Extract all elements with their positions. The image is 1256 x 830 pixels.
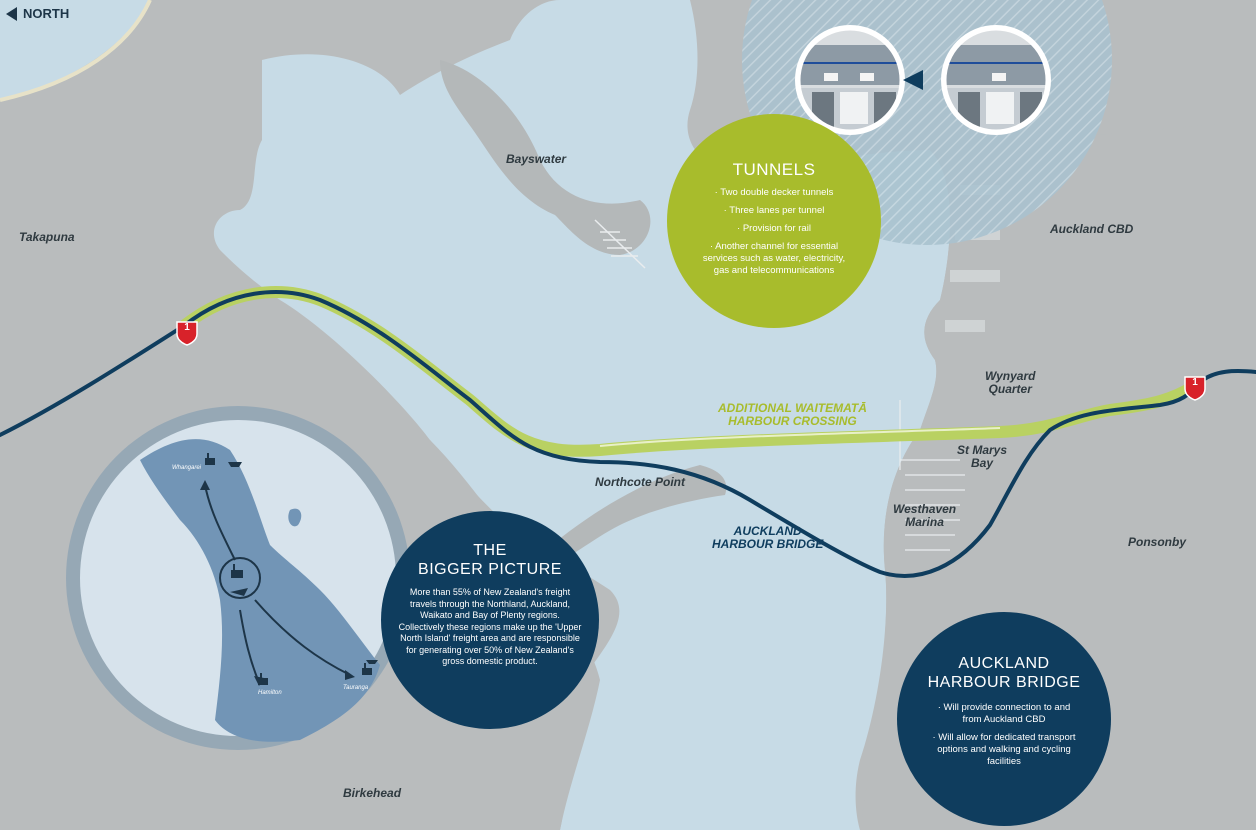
inset-label-whangarei: Whangarei bbox=[172, 465, 202, 471]
inset-freight-arrows bbox=[204, 484, 351, 681]
tunnel-cross-section-1 bbox=[795, 25, 905, 135]
inset-label-tauranga: Tauranga bbox=[343, 685, 369, 691]
place-label-birkehead: Birkehead bbox=[343, 786, 402, 800]
place-label-northcote-point: Northcote Point bbox=[595, 475, 685, 489]
place-label-st-marys-bay: St Marys Bay bbox=[957, 443, 1008, 470]
place-label-bayswater: Bayswater bbox=[506, 152, 567, 166]
inset-label-hamilton: Hamilton bbox=[258, 690, 282, 696]
outer-sea bbox=[0, 0, 150, 100]
tunnel-divider-arrow bbox=[903, 70, 923, 90]
place-label-takapuna: Takapuna bbox=[19, 230, 75, 244]
sh1-motorway-route bbox=[0, 290, 1256, 578]
beach bbox=[0, 0, 152, 102]
tunnels-item: · Provision for rail bbox=[737, 223, 811, 234]
inset-island bbox=[288, 508, 302, 527]
harbour-bridge-item: · Will allow for dedicated transport opt… bbox=[932, 732, 1076, 767]
sh1-shield-east bbox=[1184, 376, 1206, 401]
bigger-picture-title: THE BIGGER PICTURE bbox=[418, 542, 562, 578]
westhaven-marina-pontoons bbox=[899, 400, 965, 551]
sh1-shield-number-east: 1 bbox=[1192, 377, 1198, 388]
bigger-picture-info-panel: THE BIGGER PICTURE More than 55% of New … bbox=[381, 511, 599, 729]
bigger-picture-body: More than 55% of New Zealand's freight t… bbox=[398, 587, 582, 666]
tunnels-info-panel: TUNNELS · Two double decker tunnels · Th… bbox=[667, 114, 881, 328]
place-label-auckland-cbd: Auckland CBD bbox=[1050, 222, 1134, 236]
sh1-shield-west bbox=[176, 321, 198, 346]
additional-crossing-label: ADDITIONAL WAITEMATĀ HARBOUR CROSSING bbox=[718, 401, 867, 428]
northcote-peninsula bbox=[540, 465, 727, 570]
sh1-shield-number-west: 1 bbox=[184, 322, 190, 333]
tunnels-item: · Two double decker tunnels bbox=[714, 187, 834, 198]
tunnels-title: TUNNELS bbox=[732, 160, 816, 179]
inset-plane-icon bbox=[230, 588, 248, 596]
place-label-westhaven-marina: Westhaven Marina bbox=[893, 502, 957, 529]
inset-ship-icons bbox=[228, 462, 378, 664]
harbour-bridge-title: AUCKLAND HARBOUR BRIDGE bbox=[927, 655, 1081, 691]
tunnel-cross-section-2 bbox=[941, 25, 1051, 135]
harbour-bridge-list: · Will provide connection to and from Au… bbox=[917, 702, 1091, 768]
place-label-wynyard-quarter: Wynyard Quarter bbox=[985, 369, 1036, 396]
tunnels-item: · Another channel for essential services… bbox=[702, 241, 846, 276]
tunnels-item: · Three lanes per tunnel bbox=[723, 205, 825, 216]
left-arrow-icon bbox=[6, 6, 17, 21]
bayswater-marina bbox=[594, 219, 646, 269]
harbour-bridge-item: · Will provide connection to and from Au… bbox=[937, 702, 1071, 725]
north-label: NORTH bbox=[23, 6, 70, 21]
bayswater-peninsula bbox=[440, 60, 651, 255]
harbour-bridge-info-panel: AUCKLAND HARBOUR BRIDGE · Will provide c… bbox=[897, 612, 1111, 826]
crossing-lane-divider bbox=[599, 427, 1001, 447]
inset-factory-icons bbox=[205, 453, 372, 685]
north-direction-button[interactable]: NORTH bbox=[6, 6, 69, 21]
harbour-bridge-label: AUCKLAND HARBOUR BRIDGE bbox=[712, 524, 824, 551]
inset-north-island bbox=[140, 439, 380, 742]
place-label-ponsonby: Ponsonby bbox=[1128, 535, 1187, 549]
tunnels-list: · Two double decker tunnels · Three lane… bbox=[687, 187, 861, 277]
